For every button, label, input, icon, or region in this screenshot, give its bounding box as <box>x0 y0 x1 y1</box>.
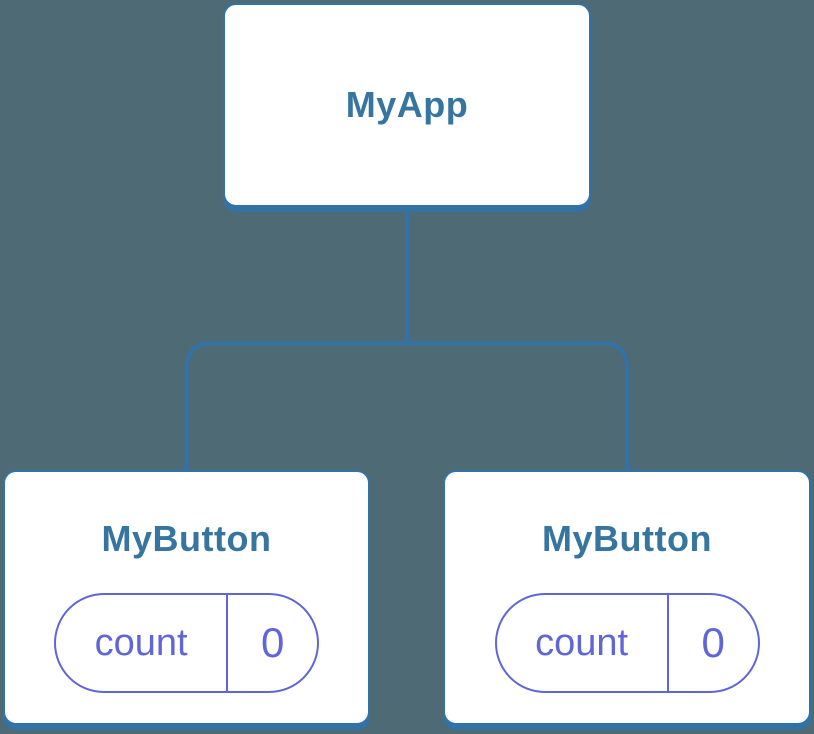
state-pill: count 0 <box>494 593 760 693</box>
state-name: count <box>535 621 629 664</box>
state-pill: count 0 <box>54 593 319 693</box>
state-pill-divider <box>226 595 229 691</box>
root-node-myapp: MyApp <box>223 3 591 207</box>
connector-branch <box>184 341 629 474</box>
child-node-mybutton-2: MyButton count 0 <box>443 470 811 725</box>
node-label: MyApp <box>345 84 469 125</box>
child-node-mybutton-1: MyButton count 0 <box>3 470 370 725</box>
node-label: MyButton <box>542 518 712 559</box>
node-label: MyButton <box>101 518 272 559</box>
state-pill-divider <box>666 595 669 691</box>
state-value: 0 <box>260 619 285 666</box>
state-value: 0 <box>701 619 725 666</box>
state-name: count <box>94 621 188 664</box>
